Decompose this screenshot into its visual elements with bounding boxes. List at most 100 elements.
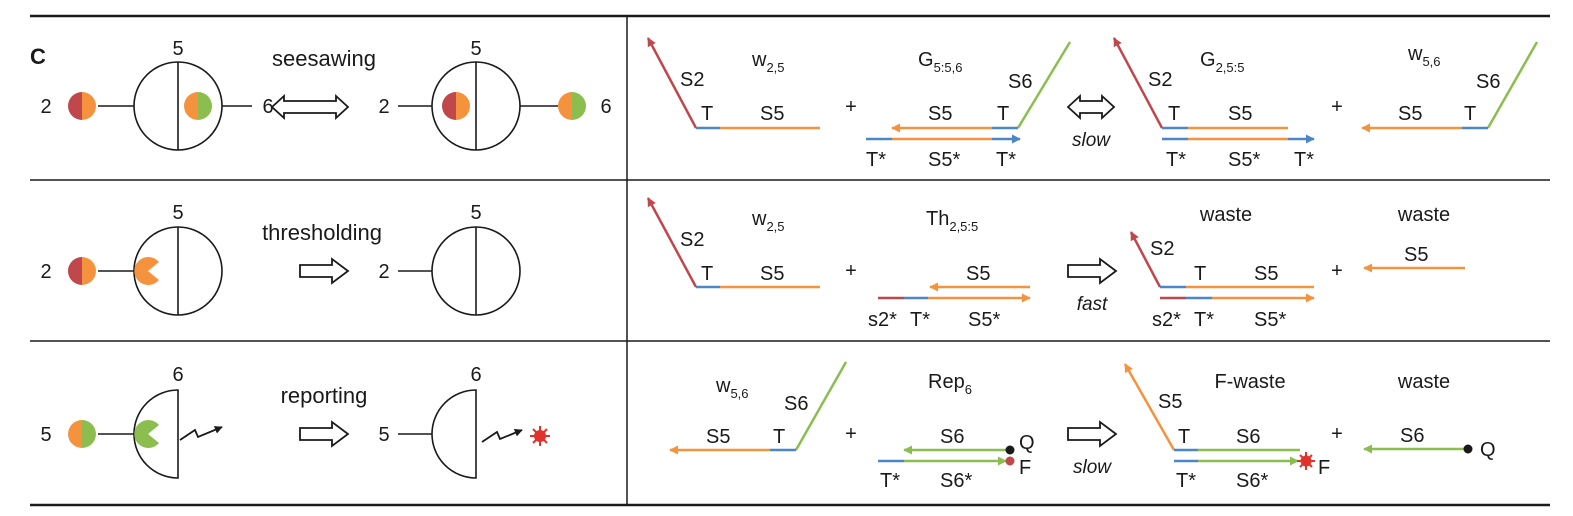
species-name: w5,6 [715,375,749,401]
forward-arrow [299,257,350,285]
left-node-number: 2 [378,96,389,118]
domain-label: S2 [1148,69,1172,91]
signal-lightning-icon [179,426,223,441]
plus-sign: + [1331,260,1343,282]
gate-2-5-molecule [442,92,470,120]
strand-w-2-5: w2,5 S2 T S5 [646,37,820,130]
domain-label: S6* [1236,470,1268,492]
f-waste-complex: F-waste S5 T S6 F T* S6* [1123,363,1330,492]
rate-label: slow [1072,130,1111,151]
domain-label: S5 [966,263,990,285]
domain-label: T* [1194,309,1214,331]
species-name: waste [1397,204,1450,226]
domain-label: S5* [968,309,1000,331]
strand-w-5-6: w5,6 S6 T S5 [669,361,848,455]
left-node-number: 2 [40,96,51,118]
domain-label: s2* [868,309,897,331]
right-node-number: 6 [600,96,611,118]
domain-label: T* [866,149,886,171]
fluorophore-label: F [1318,457,1330,479]
plus-sign: + [1331,423,1343,445]
row-reporting: 6 5 reporting 6 5 [40,361,1496,492]
quencher-dot [1463,444,1473,454]
domain-label: S5* [928,149,960,171]
domain-label: T* [1176,470,1196,492]
domain-label: S6 [1476,71,1500,93]
domain-label: S2 [680,69,704,91]
domain-label: S6 [1236,426,1260,448]
forward-arrow: fast [1067,257,1118,315]
waste-complex: waste S2 T S5 s2* T* S5* [1129,204,1315,331]
threshold-gate-before: 5 2 [40,202,223,316]
forward-arrow: slow [1067,420,1118,478]
species-name: G5:5,6 [918,49,962,75]
domain-label: s2* [1152,309,1181,331]
quencher-label: Q [1480,439,1496,461]
domain-label: S6* [940,470,972,492]
domain-label: T [1178,426,1190,448]
strand-w-2-5: w2,5 S2 T S5 [646,197,820,289]
signal-2-5-molecule [68,257,96,285]
domain-label: S6 [940,426,964,448]
strand-w-5-6: w5,6 S6 T S5 [1361,41,1539,133]
domain-label: T [1168,103,1180,125]
left-node-number: 2 [40,261,51,283]
domain-label: S5 [928,103,952,125]
quencher-label: Q [1019,432,1035,454]
table-frame [30,14,1550,507]
gate-top-number: 5 [470,202,481,224]
right-node-number: 6 [262,96,273,118]
domain-label: S5 [1404,244,1428,266]
domain-label: S5 [1158,391,1182,413]
gate-complex-2-5-5: G2,5:5 S2 T S5 T* S5* T* [1112,37,1315,171]
domain-label: S5 [1254,263,1278,285]
domain-label: T [997,103,1009,125]
signal-5-6-molecule [558,92,586,120]
gate-top-number: 5 [172,38,183,60]
seesaw-gate-after: 5 2 6 [378,38,612,151]
fluorescence-burst-icon [1297,452,1315,470]
domain-label: T* [880,470,900,492]
domain-label: T [1194,263,1206,285]
forward-arrow [299,420,350,448]
seesaw-gate-before: 5 2 6 [40,38,274,151]
reversible-arrow: slow [1066,93,1116,151]
plus-sign: + [1331,96,1343,118]
domain-label: T* [996,149,1016,171]
left-node-number: 2 [378,261,389,283]
double-arrow [270,93,350,121]
threshold-pacman [134,257,159,285]
rate-label: slow [1073,457,1112,478]
gate-complex-5-5-6: G5:5,6 S6 T S5 T* S5* T* [866,41,1072,171]
domain-label: S2 [1150,238,1174,260]
signal-lightning-icon [481,429,523,443]
domain-label: T [1464,103,1476,125]
domain-label: S5* [1254,309,1286,331]
gate-top-number: 6 [172,364,183,386]
domain-label: S6 [784,393,808,415]
reporter-gate-after: 6 5 [378,364,550,479]
signal-5-6-molecule [68,420,96,448]
species-name: F-waste [1214,371,1285,393]
domain-label: S6 [1400,425,1424,447]
process-label-thresholding: thresholding [262,220,382,245]
threshold-gate-after: 5 2 [378,202,521,316]
domain-label: T [773,426,785,448]
gate-5-6-molecule [184,92,212,120]
plus-sign: + [845,423,857,445]
reporter-pacman [134,419,159,448]
reporter-complex-6: Rep6 S6 Q F T* S6* [878,371,1035,492]
fluorophore-dot [1005,456,1015,466]
quencher-dot [1005,445,1015,455]
plus-sign: + [845,260,857,282]
left-node-number: 5 [378,424,389,446]
domain-label: T [701,103,713,125]
domain-label: S5 [760,263,784,285]
panel-label: C [30,44,46,69]
species-name: G2,5:5 [1200,49,1244,75]
gate-top-number: 5 [470,38,481,60]
domain-label: T* [1166,149,1186,171]
species-name: Rep6 [928,371,972,397]
domain-label: S5 [1228,103,1252,125]
